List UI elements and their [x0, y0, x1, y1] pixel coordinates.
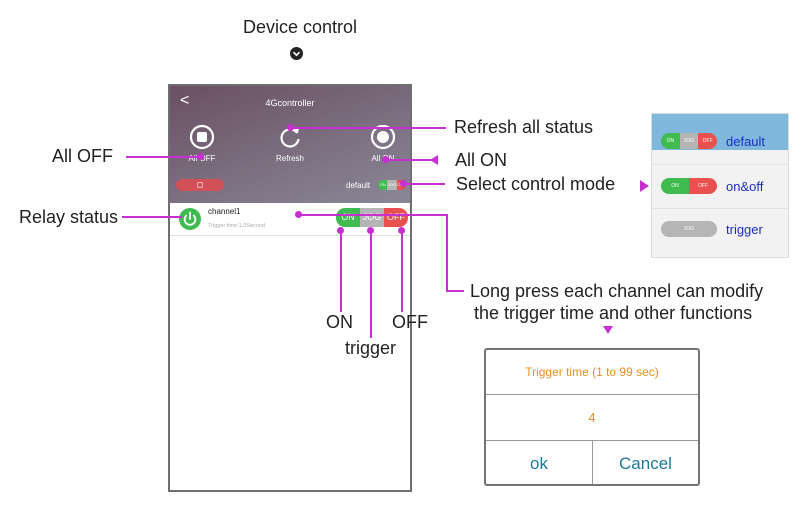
mode-on-off-on: ON — [661, 178, 689, 194]
channel-row[interactable]: channel1 Trigger time:1.0Second ON JOG O… — [170, 203, 410, 236]
phone-screen: < 4Gcontroller All OFF Refresh All ON de… — [168, 84, 412, 492]
mode-default-on: ON — [661, 133, 680, 149]
mode-option-trigger[interactable]: JOG trigger — [652, 208, 788, 251]
refresh-all-status-annotation: Refresh all status — [454, 117, 594, 137]
off-callout-dot — [398, 227, 405, 234]
long-press-annotation-line2: the trigger time and other functions — [474, 303, 753, 323]
control-mode-panel: ON JOG OFF default ON OFF on&off JOG tri… — [651, 113, 789, 258]
mode-default-off: OFF — [698, 133, 717, 149]
mode-panel-arrow — [640, 180, 649, 192]
mode-trigger-toggle: JOG — [661, 221, 717, 237]
mode-default-jog: JOG — [679, 133, 699, 149]
relay-status-callout-line — [122, 216, 182, 218]
channel-off-button[interactable]: OFF — [384, 208, 408, 227]
mode-default-toggle: ON JOG OFF — [661, 133, 717, 149]
on-annotation: ON — [326, 312, 353, 332]
record-icon — [370, 124, 396, 150]
on-callout-line — [340, 230, 342, 312]
device-control-heading: Device control — [243, 17, 358, 37]
mode-trigger-jog: JOG — [661, 221, 717, 237]
stop-icon — [189, 124, 215, 150]
refresh-callout-dot — [287, 124, 294, 131]
long-press-callout-vertical — [446, 214, 448, 292]
mode-callout-dot — [400, 180, 407, 187]
mode-on-off-toggle: ON OFF — [661, 178, 717, 194]
trigger-annotation: trigger — [345, 338, 397, 358]
mini-toggle-on: ON — [378, 180, 388, 190]
trigger-time-dialog: Trigger time (1 to 99 sec) 4 ok Cancel — [484, 348, 700, 486]
dialog-arrow — [603, 326, 613, 334]
channel-name: channel1 — [208, 207, 241, 216]
app-title: 4Gcontroller — [265, 98, 315, 108]
lock-button[interactable] — [176, 179, 224, 191]
mode-default-label: default — [726, 134, 766, 149]
long-press-callout-dot — [295, 211, 302, 218]
channel-control-toggle: ON JOG OFF — [336, 208, 408, 227]
chevron-down-circle-icon — [290, 47, 303, 65]
trigger-time-input[interactable]: 4 — [588, 410, 596, 425]
all-on-callout-line — [385, 159, 433, 161]
lock-icon — [197, 182, 203, 188]
off-annotation: OFF — [392, 312, 428, 332]
on-callout-dot — [337, 227, 344, 234]
mode-trigger-label: trigger — [726, 222, 763, 237]
dialog-divider-1 — [486, 394, 698, 395]
channel-trigger-time: Trigger time:1.0Second — [208, 223, 265, 229]
trigger-callout-dot — [367, 227, 374, 234]
channel-on-button[interactable]: ON — [336, 208, 360, 227]
relay-status-annotation: Relay status — [19, 207, 119, 227]
long-press-callout-end — [446, 290, 464, 292]
trigger-callout-line — [370, 230, 372, 338]
off-callout-line — [401, 230, 403, 312]
ok-button[interactable]: ok — [530, 454, 548, 473]
mini-toggle-jog: JOG — [387, 180, 397, 190]
refresh-label: Refresh — [275, 154, 304, 163]
refresh-callout-line — [290, 127, 446, 129]
mode-option-default[interactable]: ON JOG OFF default — [652, 121, 788, 163]
control-mode-label[interactable]: default — [346, 181, 371, 190]
dialog-divider-2 — [486, 440, 698, 441]
long-press-callout-line — [298, 214, 448, 216]
select-control-mode-annotation: Select control mode — [456, 174, 616, 194]
power-icon — [183, 211, 197, 226]
all-off-callout-line — [126, 156, 200, 158]
mode-option-on-off[interactable]: ON OFF on&off — [652, 164, 788, 207]
long-press-annotation-line1: Long press each channel can modify — [470, 281, 764, 301]
channel-jog-button[interactable]: JOG — [360, 208, 384, 227]
relay-status-button[interactable] — [179, 208, 201, 230]
back-chevron-icon[interactable]: < — [180, 92, 190, 109]
mode-on-off-off: OFF — [689, 178, 717, 194]
cancel-button[interactable]: Cancel — [619, 454, 672, 473]
all-off-annotation: All OFF — [52, 146, 113, 166]
mode-callout-line — [403, 183, 445, 185]
all-on-callout-arrow — [430, 155, 438, 165]
all-off-callout-dot — [197, 153, 204, 160]
app-header: < 4Gcontroller All OFF Refresh All ON de… — [170, 86, 410, 203]
all-on-callout-dot — [382, 156, 389, 163]
dialog-button-divider — [592, 441, 593, 484]
all-on-annotation: All ON — [455, 150, 508, 170]
dialog-title: Trigger time (1 to 99 sec) — [525, 365, 659, 379]
mode-on-off-label: on&off — [726, 179, 764, 194]
